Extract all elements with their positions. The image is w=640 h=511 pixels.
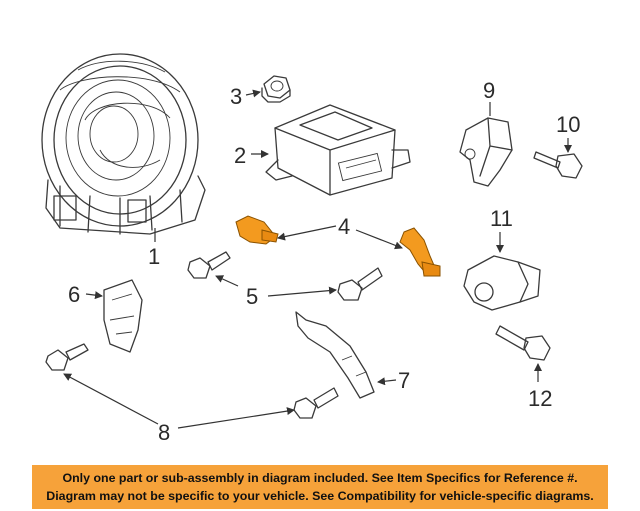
callout-11: 11 [490, 206, 513, 231]
leader-4-left [277, 225, 337, 241]
bracket-part-6 [103, 279, 143, 353]
leader-4-right [355, 229, 403, 250]
sensor-part-11 [463, 255, 541, 311]
leader-7 [377, 377, 397, 386]
bolt-part-5-left [187, 251, 231, 279]
control-module-part-2 [265, 104, 411, 196]
leader-5-right [267, 286, 337, 297]
callout-6: 6 [68, 282, 80, 307]
callout-1: 1 [148, 244, 160, 269]
leader-6 [85, 291, 103, 300]
bolt-part-8-left [45, 343, 89, 371]
callout-12: 12 [528, 386, 552, 411]
bolt-part-12 [495, 325, 551, 361]
impact-sensor-part-4-left [235, 215, 279, 245]
disclaimer-line-1: Only one part or sub-assembly in diagram… [62, 471, 578, 485]
callout-7: 7 [398, 368, 410, 393]
nut-part-3 [261, 75, 291, 103]
leader-8-left [63, 373, 159, 425]
bolt-part-8-right [293, 387, 339, 419]
callout-8: 8 [158, 420, 170, 445]
callout-4: 4 [338, 214, 350, 239]
leader-8-right [177, 407, 295, 429]
bracket-part-7 [295, 311, 375, 399]
callout-5: 5 [246, 284, 258, 309]
disclaimer-line-2: Diagram may not be specific to your vehi… [46, 489, 594, 503]
impact-sensor-part-4-right [399, 227, 441, 277]
leader-3 [245, 89, 261, 98]
callout-9: 9 [483, 78, 495, 103]
sensor-bracket-part-9 [459, 117, 513, 187]
callout-3: 3 [230, 84, 242, 109]
bolt-part-5-right [337, 267, 383, 301]
callout-2: 2 [234, 143, 246, 168]
callout-10: 10 [556, 112, 580, 137]
bolt-part-10 [533, 151, 583, 179]
leader-5-left [215, 275, 239, 287]
disclaimer-banner: Only one part or sub-assembly in diagram… [32, 465, 608, 509]
clock-spring-part-1 [41, 53, 206, 235]
